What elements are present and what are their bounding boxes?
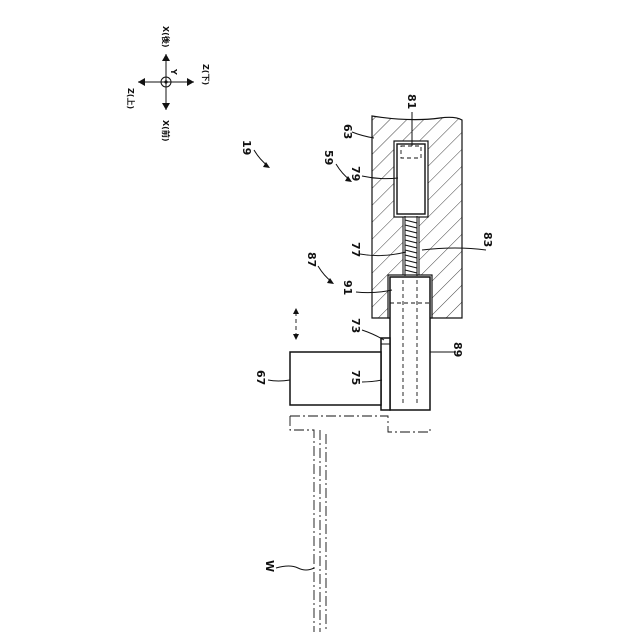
movement-arrow-up [293, 308, 299, 314]
axis-label-x-rear: X(後) [161, 26, 171, 47]
flange-73 [381, 338, 390, 410]
leader-73 [362, 330, 384, 340]
movement-arrow-down [293, 334, 299, 340]
z-down-arrowhead [187, 78, 194, 86]
head-67 [290, 352, 381, 405]
workpiece-left-outline [290, 416, 314, 632]
axis-label-x-front: X(前) [161, 120, 171, 141]
leader-63 [352, 132, 374, 138]
x-front-arrowhead [162, 103, 170, 110]
label-81: 81 [405, 94, 418, 109]
label-87: 87 [305, 252, 318, 267]
label-63: 63 [341, 124, 354, 139]
label-75: 75 [349, 370, 362, 385]
z-up-arrowhead [138, 78, 145, 86]
label-73: 73 [349, 318, 362, 333]
label-79: 79 [349, 166, 362, 181]
y-axis-dot [164, 80, 167, 83]
label-89: 89 [451, 342, 464, 357]
workpiece-w [290, 416, 430, 632]
axes-indicator: X(後) X(前) Z(上) Z(下) Y [126, 26, 210, 141]
label-19: 19 [240, 140, 253, 155]
axis-label-y: Y [169, 68, 178, 75]
leader-w [276, 566, 314, 570]
label-67: 67 [254, 370, 267, 385]
leader-67 [268, 380, 290, 381]
axis-label-z-down: Z(下) [201, 64, 210, 85]
axis-label-z-up: Z(上) [126, 88, 136, 109]
label-83: 83 [481, 232, 494, 247]
label-59: 59 [322, 150, 335, 165]
movement-arrow [293, 308, 299, 340]
pin-89 [390, 277, 430, 410]
label-91: 91 [341, 280, 354, 295]
x-rear-arrowhead [162, 54, 170, 61]
workpiece-top-outline [290, 416, 430, 432]
label-77: 77 [349, 242, 362, 257]
label-w: W [263, 560, 276, 572]
